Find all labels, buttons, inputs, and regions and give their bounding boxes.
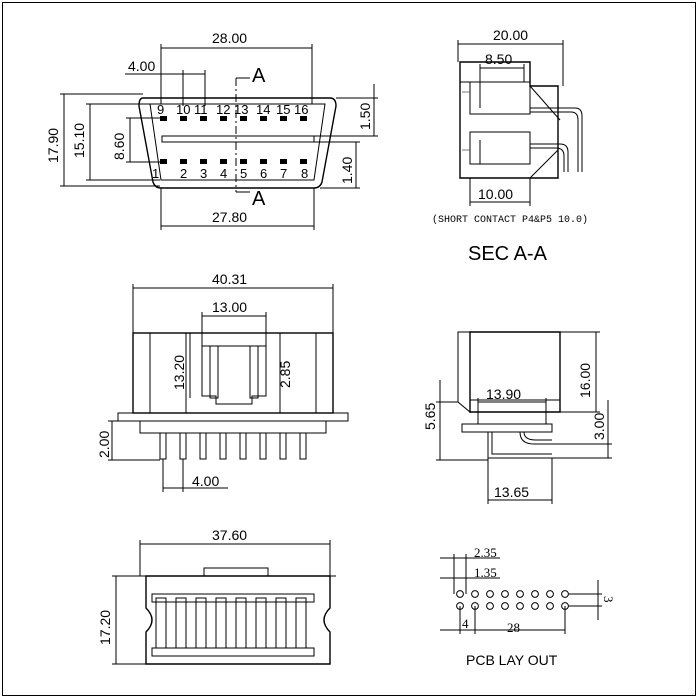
dim-13-90: 13.90 (486, 386, 521, 402)
front-center-rib (161, 135, 315, 143)
dim-2-35: 2.35 (474, 545, 497, 560)
pcb-layout-title: PCB LAY OUT (466, 652, 558, 668)
dim-4-00: 4.00 (128, 58, 155, 74)
front-bottom-pin-labels: 1 2 3 4 5 6 7 8 (152, 166, 308, 181)
pin-label: 5 (240, 166, 247, 181)
pin-label: 16 (294, 102, 308, 117)
side-upper-pin (519, 431, 552, 445)
dim-13-20: 13.20 (171, 355, 187, 390)
dim-20-00: 20.00 (493, 27, 528, 43)
dim-13-00: 13.00 (212, 299, 247, 315)
pin-label: 11 (194, 102, 208, 117)
dim-pitch-4-00: 4.00 (192, 473, 219, 489)
bottom-body-outline (145, 575, 331, 665)
dim-8-60: 8.60 (111, 133, 127, 160)
pin-label: 1 (152, 166, 159, 181)
dim-2-00: 2.00 (96, 431, 112, 458)
section-mark-bottom: A (252, 188, 266, 210)
top-pins (159, 432, 307, 460)
dim-pcb-4: 4 (462, 616, 469, 631)
dim-17-90: 17.90 (45, 128, 61, 163)
section-title: SEC A-A (468, 243, 548, 265)
section-upper-pin (530, 107, 583, 172)
pin-label: 13 (234, 102, 248, 117)
dim-16-00: 16.00 (577, 363, 593, 398)
section-view: 20.00 8.50 10.00 (SHORT CONTACT P4&P5 10… (432, 27, 588, 265)
dim-8-50: 8.50 (485, 51, 512, 67)
dim-37-60: 37.60 (212, 527, 247, 543)
dim-3-00: 3.00 (591, 413, 607, 440)
section-lower-pin (530, 143, 569, 172)
pin-label: 2 (180, 166, 187, 181)
dim-1-40: 1.40 (339, 157, 355, 184)
front-top-contacts (160, 116, 307, 121)
pcb-layout: 2.35 1.35 3 4 28 PCB LAY OUT (440, 545, 616, 668)
section-body-outline (459, 61, 559, 179)
pin-label: 4 (220, 166, 227, 181)
dim-1-35: 1.35 (474, 565, 497, 580)
pin-label: 15 (276, 102, 290, 117)
section-lower-cavity (469, 131, 531, 165)
section-upper-cavity (469, 81, 531, 115)
front-view: 9 10 11 12 13 14 15 16 1 2 3 4 5 6 7 8 A… (45, 30, 378, 230)
dim-5-65: 5.65 (422, 403, 438, 430)
bottom-slots (151, 593, 315, 657)
bottom-view: 37.60 17.20 (97, 527, 336, 665)
pin-label: 3 (200, 166, 207, 181)
pin-label: 8 (301, 166, 308, 181)
pin-label: 9 (157, 102, 164, 117)
pin-label: 7 (280, 166, 287, 181)
pin-label: 12 (216, 102, 230, 117)
section-line-a: A A (235, 65, 266, 210)
pin-label: 10 (176, 102, 190, 117)
dim-40-31: 40.31 (212, 271, 247, 287)
dim-13-65: 13.65 (494, 484, 529, 500)
dim-pcb-28: 28 (507, 620, 520, 635)
dim-1-50: 1.50 (357, 103, 373, 130)
top-body-outline (132, 332, 334, 414)
top-slot-outline (201, 345, 267, 405)
side-view: 16.00 13.90 5.65 3.00 13.65 (422, 331, 612, 504)
front-top-pin-labels: 9 10 11 12 13 14 15 16 (157, 102, 308, 117)
dim-17-20: 17.20 (97, 610, 113, 645)
dim-2-85: 2.85 (277, 361, 293, 388)
section-note: (SHORT CONTACT P4&P5 10.0) (432, 214, 588, 226)
front-inner-outline (149, 103, 326, 181)
dim-27-80: 27.80 (212, 209, 247, 225)
dim-3: 3 (601, 596, 616, 603)
pin-label: 14 (256, 102, 270, 117)
dim-28-00: 28.00 (212, 30, 247, 46)
dim-10-00: 10.00 (478, 186, 513, 202)
pin-label: 6 (260, 166, 267, 181)
front-bottom-contacts (160, 159, 307, 164)
section-mark-top: A (252, 65, 266, 87)
dim-15-10: 15.10 (71, 123, 87, 158)
top-view: 40.31 13.00 13.20 2.85 2.00 4.00 (96, 271, 349, 492)
top-flange (117, 412, 349, 422)
pcb-hole-rows (456, 590, 569, 610)
top-base (139, 420, 327, 434)
